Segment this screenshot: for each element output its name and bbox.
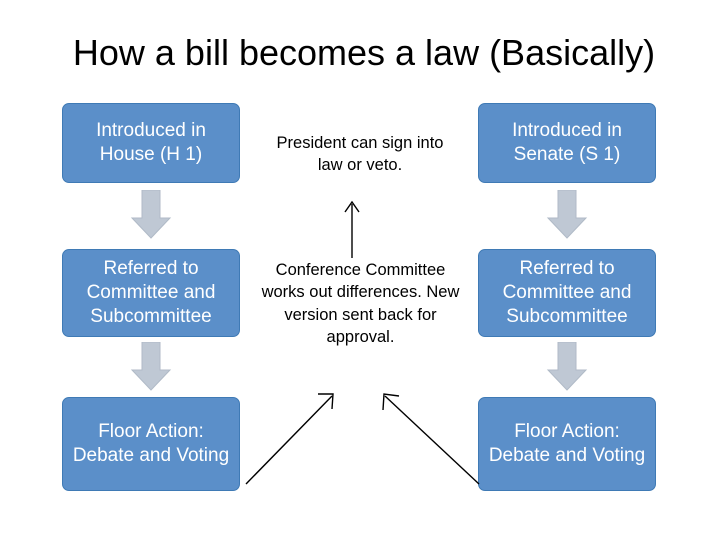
flow-box-house-floor-action: Floor Action: Debate and Voting bbox=[62, 397, 240, 491]
note-president: President can sign into law or veto. bbox=[276, 134, 444, 175]
flow-box-senate-introduced: Introduced in Senate (S 1) bbox=[478, 103, 656, 183]
down-arrow-house-2 bbox=[130, 342, 172, 392]
down-arrow-senate-2 bbox=[546, 342, 588, 392]
arrow-conference-to-president bbox=[340, 196, 364, 258]
flow-box-senate-referred: Referred to Committee and Subcommittee bbox=[478, 249, 656, 337]
note-conference-committee: Conference Committee works out differenc… bbox=[261, 261, 460, 346]
flow-box-house-introduced: Introduced in House (H 1) bbox=[62, 103, 240, 183]
page-title: How a bill becomes a law (Basically) bbox=[72, 32, 656, 73]
arrow-senate-floor-to-conference bbox=[375, 388, 485, 488]
arrow-house-floor-to-conference bbox=[240, 388, 340, 488]
flow-box-house-referred: Referred to Committee and Subcommittee bbox=[62, 249, 240, 337]
down-arrow-house-1 bbox=[130, 190, 172, 240]
down-arrow-senate-1 bbox=[546, 190, 588, 240]
flow-box-senate-floor-action: Floor Action: Debate and Voting bbox=[478, 397, 656, 491]
